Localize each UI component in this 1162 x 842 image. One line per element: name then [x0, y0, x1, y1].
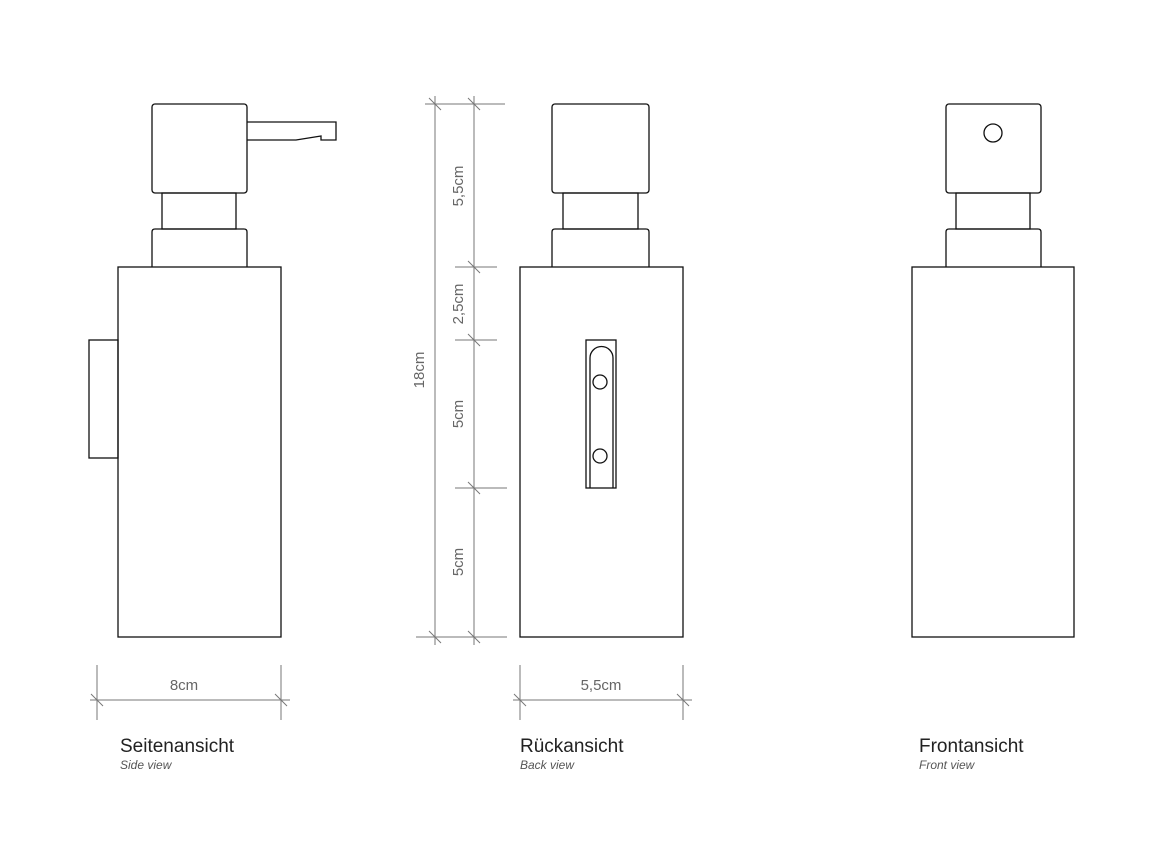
total-height-label: 18cm: [411, 352, 428, 389]
segment-label: 2,5cm: [450, 284, 467, 325]
front-view: Frontansicht Front view: [911, 103, 1075, 772]
pump-neck: [562, 192, 639, 230]
view-subtitle: Front view: [919, 758, 976, 772]
segment-label: 5cm: [450, 548, 467, 576]
wall-bracket: [88, 339, 119, 459]
collar: [151, 228, 248, 267]
view-title: Frontansicht: [919, 736, 1024, 757]
height-dimensions: 18cm 5,5cm 2,5cm 5cm 5cm: [411, 96, 507, 645]
body: [117, 266, 282, 638]
view-subtitle: Back view: [520, 758, 575, 772]
spout: [247, 121, 337, 141]
width-dimension: 8cm: [90, 665, 290, 720]
collar: [551, 228, 650, 267]
view-title: Rückansicht: [520, 736, 624, 757]
pump-head: [551, 103, 650, 194]
bracket-slot: [589, 345, 614, 488]
view-subtitle: Side view: [120, 758, 173, 772]
pump-head: [945, 103, 1042, 194]
width-label: 8cm: [170, 677, 198, 694]
body: [519, 266, 684, 638]
pump-neck: [161, 192, 237, 230]
width-dimension: 5,5cm: [513, 665, 692, 720]
view-title: Seitenansicht: [120, 736, 235, 757]
body: [911, 266, 1075, 638]
nozzle-opening-icon: [983, 123, 1003, 143]
pump-head: [151, 103, 248, 194]
back-view: 5,5cm Rückansicht Back view: [513, 103, 692, 772]
segment-label: 5,5cm: [450, 166, 467, 207]
width-label: 5,5cm: [581, 677, 622, 694]
segment-label: 5cm: [450, 400, 467, 428]
side-view: 8cm Seitenansicht Side view: [88, 103, 337, 772]
pump-neck: [955, 192, 1031, 230]
wall-bracket: [585, 339, 617, 489]
screw-hole-icon: [592, 448, 608, 464]
collar: [945, 228, 1042, 267]
screw-hole-icon: [592, 374, 608, 390]
